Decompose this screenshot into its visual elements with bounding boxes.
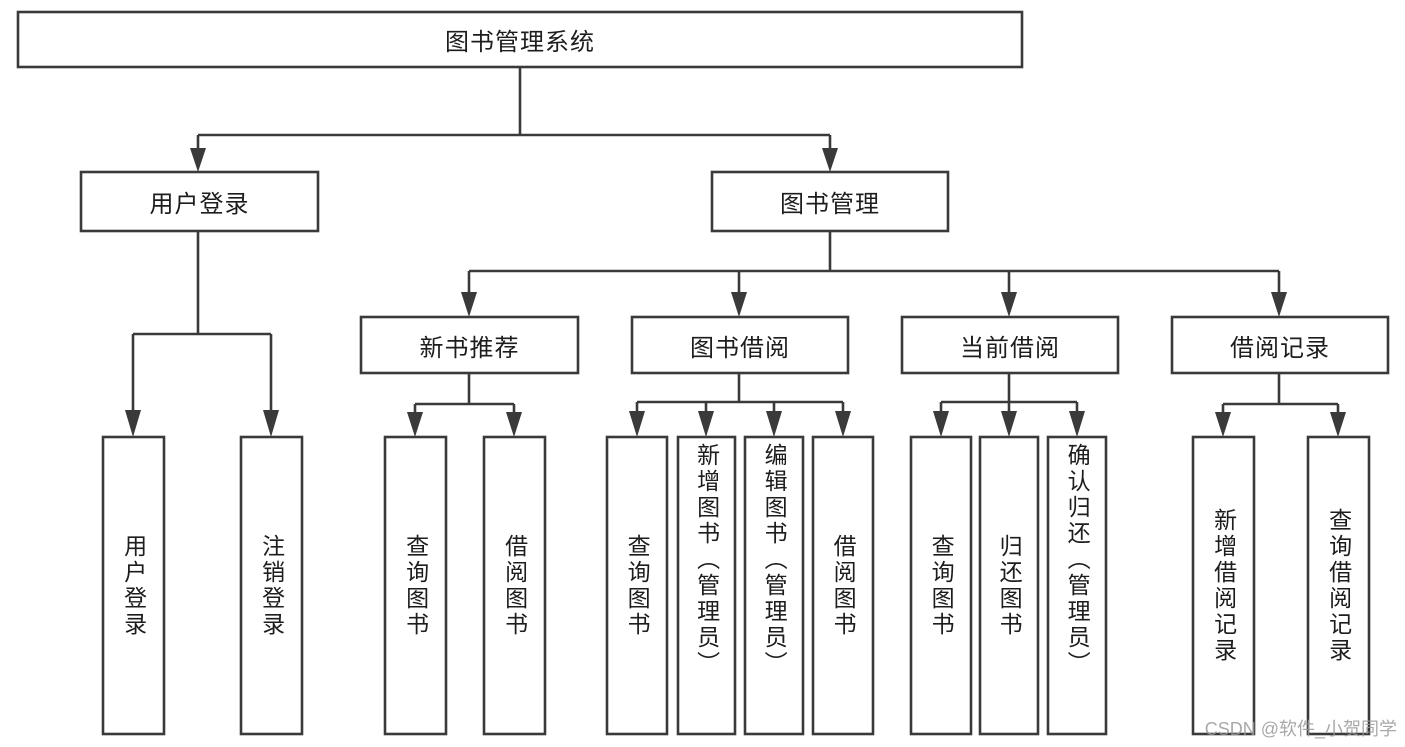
arrow-head-new-book-rec [461, 292, 477, 317]
node-leaf-logout-login[interactable] [239, 435, 304, 736]
csdn-watermark: CSDN @软件_小贺同学 [1204, 719, 1397, 739]
arrow-head-leaf-borrow-book-1 [506, 412, 522, 437]
node-leaf-query-book-3[interactable] [909, 435, 973, 736]
node-user-login[interactable] [79, 170, 320, 233]
node-current-borrow[interactable] [900, 315, 1120, 375]
connector-layer [125, 67, 1346, 437]
arrow-head-leaf-confirm-return [1069, 411, 1085, 437]
arrow-head-leaf-return-book [1001, 411, 1017, 437]
node-leaf-add-record[interactable] [1191, 435, 1256, 736]
node-leaf-add-book[interactable] [676, 435, 737, 736]
node-leaf-user-login[interactable] [101, 435, 166, 736]
node-leaf-query-book-1[interactable] [383, 435, 448, 736]
arrow-head-user-login [190, 148, 206, 172]
arrow-head-book-manage [822, 148, 838, 172]
arrow-head-leaf-add-record [1215, 412, 1231, 437]
arrow-head-borrow-record [1271, 292, 1287, 317]
node-leaf-borrow-book-1[interactable] [482, 435, 547, 736]
node-new-book-rec[interactable] [359, 315, 580, 375]
arrow-head-leaf-query-book-3 [933, 411, 949, 437]
arrow-head-leaf-query-record [1330, 412, 1346, 437]
arrow-head-leaf-query-book-1 [407, 412, 423, 437]
node-leaf-borrow-book-2[interactable] [811, 435, 875, 736]
node-leaf-query-record[interactable] [1306, 435, 1371, 736]
node-book-borrow[interactable] [630, 315, 850, 375]
arrow-head-leaf-logout-login [263, 410, 279, 437]
node-root[interactable] [16, 10, 1024, 69]
node-leaf-edit-book[interactable] [743, 435, 805, 736]
arrow-head-leaf-add-book [698, 411, 714, 437]
node-book-manage[interactable] [710, 170, 950, 233]
node-leaf-confirm-return[interactable] [1046, 435, 1108, 736]
node-borrow-record[interactable] [1170, 315, 1390, 375]
node-leaf-query-book-2[interactable] [605, 435, 669, 736]
arrow-head-book-borrow [731, 292, 747, 317]
arrow-head-leaf-borrow-book-2 [835, 411, 851, 437]
arrow-head-leaf-user-login [125, 410, 141, 437]
node-leaf-return-book[interactable] [978, 435, 1040, 736]
arrow-head-leaf-edit-book [766, 411, 782, 437]
node-layer [16, 10, 1390, 736]
arrow-head-current-borrow [1001, 292, 1017, 317]
arrow-head-leaf-query-book-2 [629, 411, 645, 437]
